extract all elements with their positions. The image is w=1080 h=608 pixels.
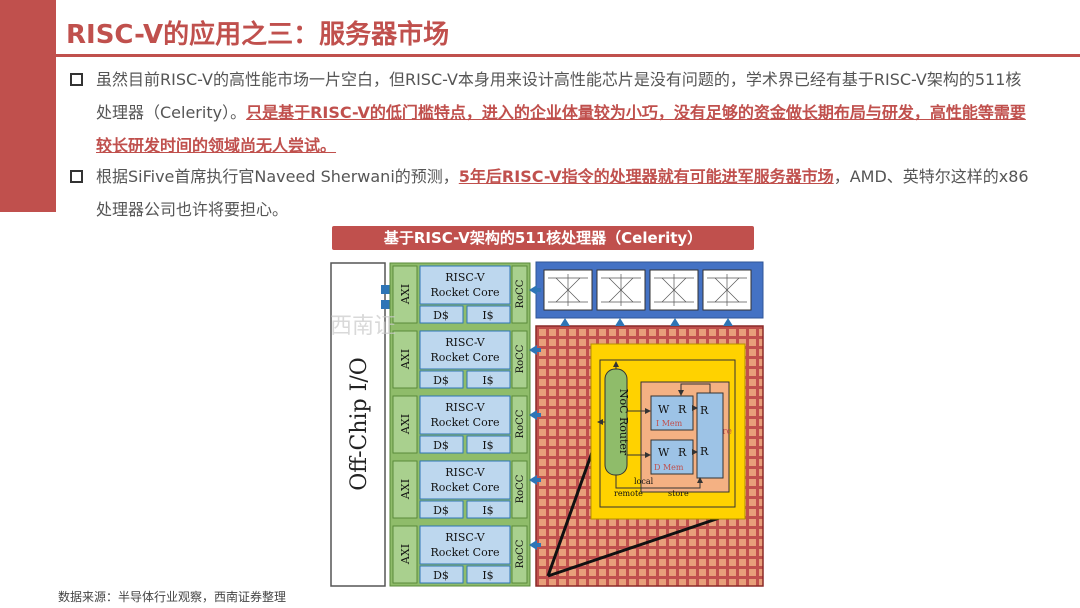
dcache-label: D$ [433,374,449,387]
core-tile-3: AXI RISC-V Rocket Core D$ I$ RoCC [392,395,528,454]
dcache-label: D$ [433,439,449,452]
core-label-1: RISC-V [445,271,485,284]
bullet-1: 虽然目前RISC-V的高性能市场一片空白，但RISC-V本身用来设计高性能芯片是… [70,63,1030,162]
dmem-label: D Mem [654,463,684,472]
core-label-1: RISC-V [445,466,485,479]
core-tile-1: AXI RISC-V Rocket Core D$ I$ RoCC [392,265,528,324]
axi-label: AXI [399,284,412,305]
figure-title: 基于RISC-V架构的511核处理器（Celerity） [332,226,754,250]
page-title: RISC-V的应用之三：服务器市场 [66,20,450,50]
remote-label: remote [614,489,643,498]
core-label-2: Rocket Core [431,351,500,364]
axi-label: AXI [399,414,412,435]
imem-label: I Mem [656,419,683,428]
core-label-2: Rocket Core [431,481,500,494]
bullet-2-text-b: ，AMD、英特尔这样的x86处理器公司也许将要担心。 [96,167,1029,219]
rocc-label: RoCC [515,344,526,373]
imem-r-label: R [678,403,687,416]
bullet-1-text-a: 虽然目前RISC-V的高性能市场一片空白，但RISC-V本身用来设计高性能芯片是… [96,70,1022,122]
bullet-2: 根据SiFive首席执行官Naveed Sherwani的预测，5年后RISC-… [70,160,1030,226]
rocc-label: RoCC [515,279,526,308]
tile-arrows [597,361,711,489]
watermark: 西南证 [330,314,396,339]
bullet-1-emphasis: 只是基于RISC-V的低门槛特点，进入的企业体量较为小巧，没有足够的资金做长期布… [96,103,1026,155]
dmem-block [650,439,694,475]
axi-label: AXI [399,349,412,370]
rocc-label: RoCC [515,474,526,503]
core-label-1: RISC-V [445,531,485,544]
accent-bar [0,0,56,212]
core-label-1: RISC-V [445,401,485,414]
core-tile-2: AXI RISC-V Rocket Core D$ I$ RoCC [392,330,528,389]
io-connector [381,285,390,294]
axi-label: AXI [399,479,412,500]
icache-label: I$ [482,569,493,582]
bullet-2-text-a: 根据SiFive首席执行官Naveed Sherwani的预测， [96,167,459,186]
core-r-label-2: R [700,445,709,458]
source-note: 数据来源：半导体行业观察，西南证券整理 [58,590,287,604]
axi-label: AXI [399,544,412,565]
offchip-io-box [330,262,386,587]
core-tile-4: AXI RISC-V Rocket Core D$ I$ RoCC [392,460,528,519]
square-bullet-icon [70,170,83,183]
core-label-2: Rocket Core [431,416,500,429]
link-arrows [529,285,733,550]
store-label: store [668,489,689,498]
core-label-2: Rocket Core [431,286,500,299]
icache-label: I$ [482,504,493,517]
core-label-2: Rocket Core [431,546,500,559]
rocc-label: RoCC [515,539,526,568]
offchip-io-label: Off-Chip I/O [347,357,372,491]
dmem-w-label: W [658,446,670,459]
core-r-label-1: R [700,404,709,417]
accelerator-units [543,269,752,311]
local-label: local [634,477,654,486]
dcache-label: D$ [433,309,449,322]
icache-label: I$ [482,374,493,387]
bullet-1-text: 虽然目前RISC-V的高性能市场一片空白，但RISC-V本身用来设计高性能芯片是… [96,63,1030,162]
icache-label: I$ [482,309,493,322]
rocc-label: RoCC [515,409,526,438]
bullet-2-text: 根据SiFive首席执行官Naveed Sherwani的预测，5年后RISC-… [96,160,1030,226]
noc-router-label: NoC Router [617,389,630,456]
core-tile-5: AXI RISC-V Rocket Core D$ I$ RoCC [392,525,528,584]
dmem-r-label: R [678,446,687,459]
dcache-label: D$ [433,569,449,582]
imem-block [650,395,694,431]
bullet-2-emphasis: 5年后RISC-V指令的处理器就有可能进军服务器市场 [458,167,834,186]
io-connector [381,300,390,309]
imem-w-label: W [658,403,670,416]
square-bullet-icon [70,73,83,86]
dcache-label: D$ [433,504,449,517]
title-divider [56,54,1080,57]
icache-label: I$ [482,439,493,452]
core-label-1: RISC-V [445,336,485,349]
